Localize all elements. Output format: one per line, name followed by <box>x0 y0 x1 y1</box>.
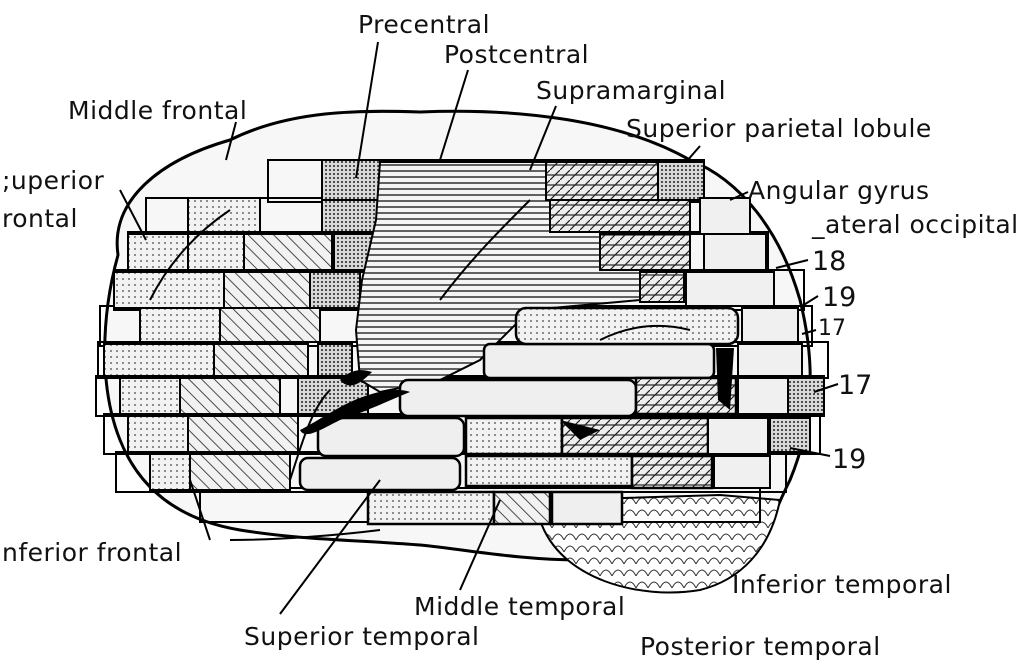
label-area-17-mid: 17 <box>838 372 872 399</box>
label-angular-gyrus: Angular gyrus <box>748 178 929 203</box>
label-middle-temporal: Middle temporal <box>414 594 625 619</box>
label-middle-frontal: Middle frontal <box>68 98 247 123</box>
label-superior-parietal-lobule: Superior parietal lobule <box>626 116 932 141</box>
label-supramarginal: Supramarginal <box>536 78 726 103</box>
label-area-19-top: 19 <box>822 284 856 311</box>
label-postcentral: Postcentral <box>444 42 589 67</box>
label-inferior-frontal: nferior frontal <box>2 540 182 565</box>
label-area-19-bottom: 19 <box>832 446 866 473</box>
label-area-17-top: 17 <box>818 318 846 340</box>
label-lateral-occipital: _ateral occipital <box>812 212 1019 237</box>
label-inferior-temporal: Inferior temporal <box>732 572 952 597</box>
label-posterior-temporal: Posterior temporal <box>640 634 881 659</box>
label-area-18: 18 <box>812 248 846 275</box>
label-precentral: Precentral <box>358 12 490 37</box>
label-superior-temporal: Superior temporal <box>244 624 479 649</box>
label-superior-frontal-2: rontal <box>2 206 78 231</box>
label-superior-frontal-1: ;uperior <box>2 168 104 193</box>
